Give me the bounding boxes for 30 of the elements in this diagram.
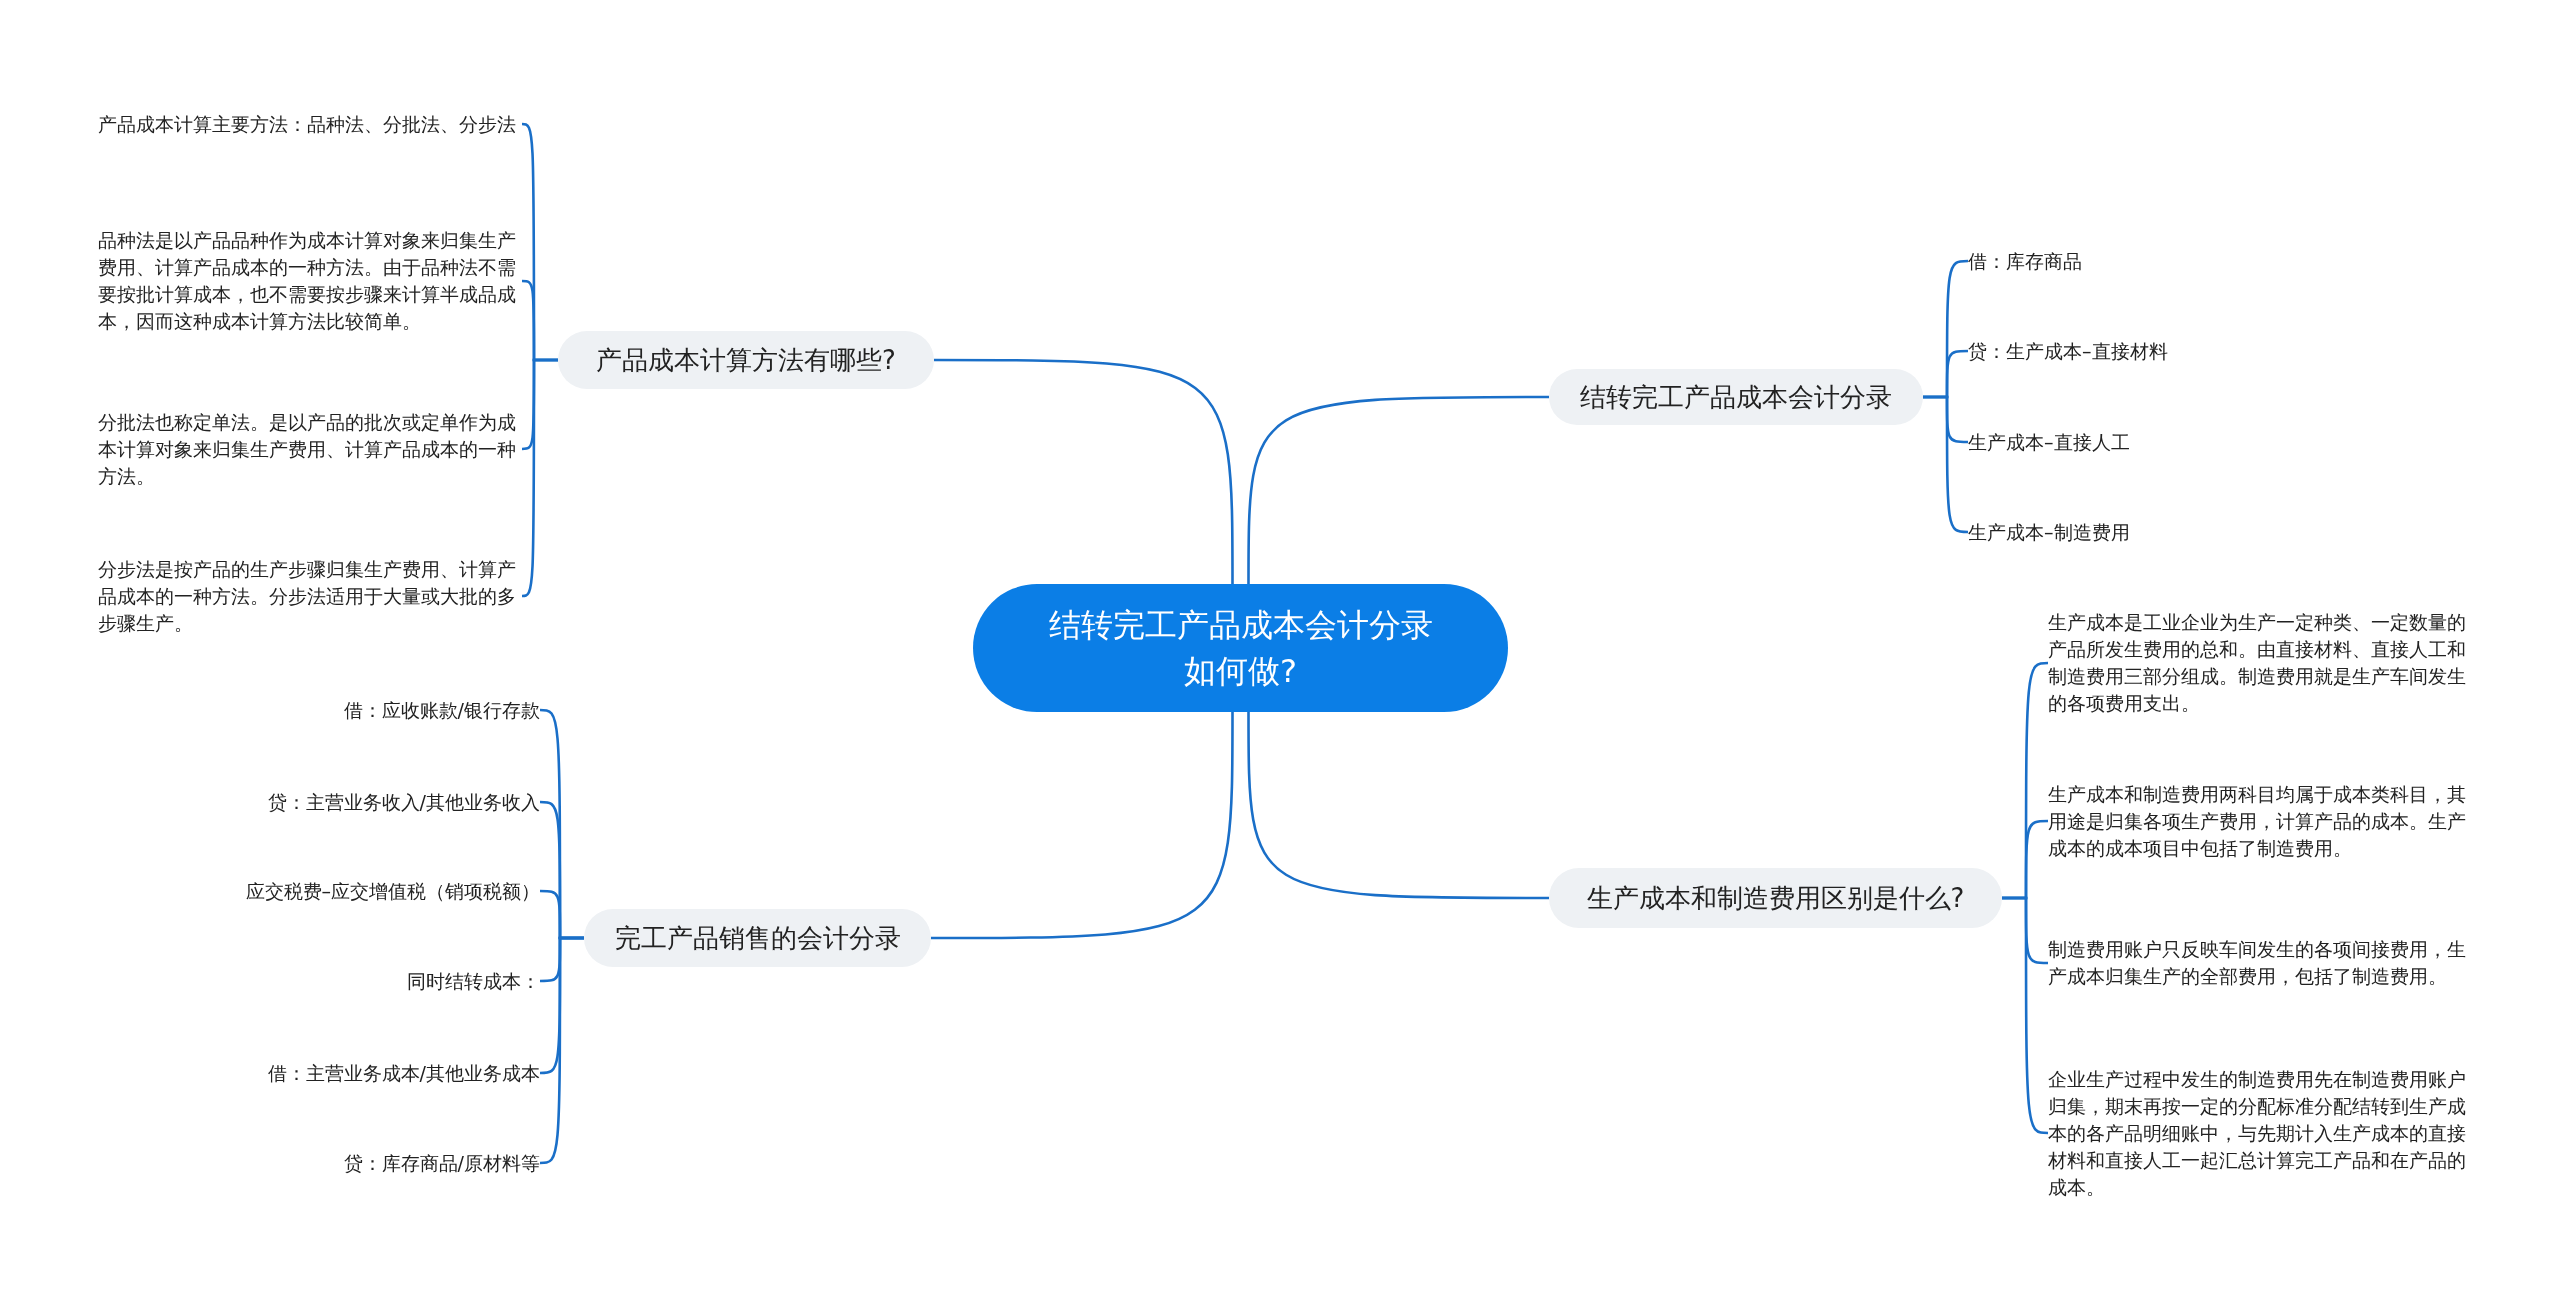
subtopic-text: 生产成本–制造费用	[1968, 518, 2368, 546]
connector-line	[1247, 712, 1549, 900]
subtopic-text: 贷：生产成本–直接材料	[1968, 337, 2368, 365]
subtopic-text: 企业生产过程中发生的制造费用先在制造费用账户归集，期末再按一定的分配标准分配结转到生产成本的各产品明细账中，与先期计入生产成本的直接材料和直接人工一起汇总计算完工产品和在产品的成本。	[2048, 1065, 2468, 1201]
topic-box: 生产成本和制造费用区别是什么?	[1549, 868, 2002, 928]
subtopic-text: 生产成本–直接人工	[1968, 428, 2368, 456]
connector-line	[1247, 395, 1549, 584]
subtopic-text: 产品成本计算主要方法：品种法、分批法、分步法	[98, 110, 522, 138]
subtopic-text: 借：库存商品	[1968, 247, 2368, 275]
subtopic-text: 应交税费–应交增值税（销项税额）	[130, 877, 540, 905]
connector-line	[931, 712, 1234, 940]
subtopic-text: 贷：库存商品/原材料等	[130, 1149, 540, 1177]
subtopic-text: 生产成本和制造费用两科目均属于成本类科目，其用途是归集各项生产费用，计算产品的成本。生产成本的成本项目中包括了制造费用。	[2048, 780, 2468, 862]
subtopic-text: 同时结转成本：	[130, 967, 540, 995]
connector-line	[521, 358, 558, 598]
topic-box: 结转完工产品成本会计分录	[1549, 369, 1923, 425]
connector-line	[2002, 896, 2049, 1135]
subtopic-text: 生产成本是工业企业为生产一定种类、一定数量的产品所发生费用的总和。由直接材料、直接人工和制造费用三部分组成。制造费用就是生产车间发生的各项费用支出。	[2048, 609, 2468, 717]
subtopic-text: 品种法是以产品品种作为成本计算对象来归集生产费用、计算产品成本的一种方法。由于品种法不需要按批计算成本，也不需要按步骤来计算半成品成本，因而这种成本计算方法比较简单。	[98, 227, 522, 335]
connector-line	[934, 358, 1234, 584]
subtopic-text: 分步法是按产品的生产步骤归集生产费用、计算产品成本的一种方法。分步法适用于大量或大批的多步骤生产。	[98, 555, 522, 637]
central-topic: 结转完工产品成本会计分录如何做?	[973, 584, 1508, 712]
subtopic-text: 借：主营业务成本/其他业务成本	[130, 1059, 540, 1087]
topic-box: 产品成本计算方法有哪些?	[558, 331, 934, 389]
subtopic-text: 分批法也称定单法。是以产品的批次或定单作为成本计算对象来归集生产费用、计算产品成本的一种方法。	[98, 408, 522, 490]
subtopic-text: 借：应收账款/银行存款	[130, 696, 540, 724]
subtopic-text: 制造费用账户只反映车间发生的各项间接费用，生产成本归集生产的全部费用，包括了制造费用。	[2048, 936, 2468, 990]
connector-line	[539, 936, 584, 1165]
topic-box: 完工产品销售的会计分录	[584, 909, 931, 967]
subtopic-text: 贷：主营业务收入/其他业务收入	[130, 788, 540, 816]
